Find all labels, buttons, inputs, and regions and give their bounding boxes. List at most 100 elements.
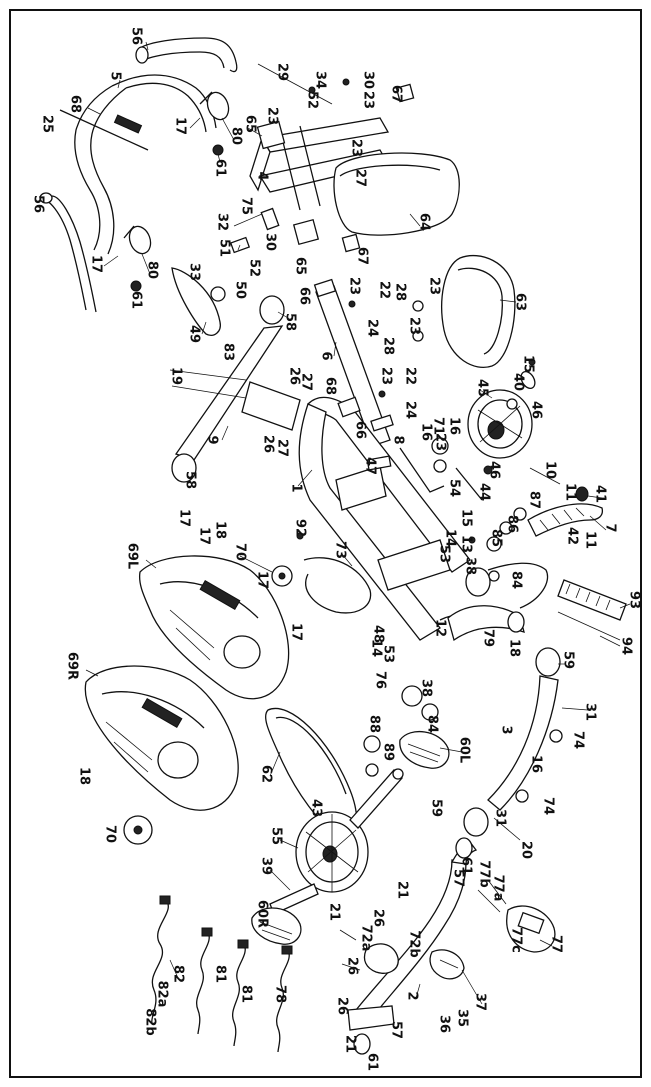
backrest-63 — [441, 254, 516, 368]
part-label-p47: 47 — [363, 457, 378, 475]
part-label-p77: 77 — [549, 935, 564, 953]
part-label-p23a: 23 — [361, 91, 376, 109]
part-label-p71: 71 — [431, 417, 446, 435]
part-label-p26e: 26 — [335, 997, 350, 1015]
sensor-and-cable-73 — [271, 532, 372, 614]
part-label-p28a: 28 — [393, 283, 408, 301]
part-label-p5: 5 — [108, 71, 123, 80]
part-label-p26b: 26 — [261, 435, 276, 453]
part-label-p6: 6 — [319, 351, 334, 360]
part-label-p68a: 68 — [68, 95, 83, 113]
part-label-p24a: 24 — [365, 319, 380, 337]
part-label-p70a: 70 — [233, 543, 248, 561]
part-label-p18b: 18 — [507, 639, 522, 657]
part-label-p26d: 26 — [345, 957, 360, 975]
part-label-p61b: 61 — [129, 291, 144, 309]
part-label-p56b: 56 — [31, 195, 46, 213]
part-label-p23d: 23 — [347, 277, 362, 295]
part-label-p17e: 17 — [255, 571, 270, 589]
part-label-p72a: 72a — [359, 925, 374, 952]
part-label-p60L: 60L — [457, 737, 472, 763]
part-label-p70b: 70 — [103, 825, 118, 843]
part-label-p37: 37 — [473, 993, 488, 1011]
part-label-p55: 55 — [269, 827, 284, 845]
leader-lines — [85, 41, 631, 1005]
part-label-p27b: 27 — [299, 373, 314, 391]
part-label-p58a: 58 — [283, 313, 298, 331]
part-label-p8: 8 — [391, 435, 406, 444]
part-label-p88: 88 — [367, 715, 382, 733]
part-label-p30b: 30 — [263, 233, 278, 251]
part-label-p31b: 31 — [493, 809, 508, 827]
part-label-p23b: 23 — [265, 107, 280, 125]
part-label-p42: 42 — [565, 527, 580, 545]
part-label-p75: 75 — [239, 197, 254, 215]
part-label-p82a: 82a — [155, 981, 170, 1008]
part-label-p24b: 24 — [403, 401, 418, 419]
part-label-p64: 64 — [417, 213, 432, 231]
part-label-p60R: 60R — [255, 900, 270, 928]
part-label-p18a: 18 — [213, 521, 228, 539]
part-label-p17a: 17 — [173, 117, 188, 135]
tension-parts — [366, 358, 604, 552]
wires-78-81-82 — [151, 895, 293, 1053]
part-label-p38a: 38 — [463, 557, 478, 575]
part-label-p4: 4 — [255, 171, 270, 180]
crank-arms — [269, 768, 404, 915]
part-label-p93: 93 — [627, 591, 642, 609]
part-label-p32: 32 — [215, 213, 230, 231]
part-label-p53b: 53 — [381, 645, 396, 663]
part-label-p17d: 17 — [197, 527, 212, 545]
part-label-p76: 76 — [373, 671, 388, 689]
part-label-p48: 48 — [371, 625, 386, 643]
part-label-p13: 13 — [459, 535, 474, 553]
part-label-p39: 39 — [259, 857, 274, 875]
part-label-p53a: 53 — [437, 545, 452, 563]
part-label-p57b: 57 — [389, 1021, 404, 1039]
console-77 — [477, 879, 556, 953]
part-label-p59a: 59 — [561, 651, 576, 669]
part-label-p45: 45 — [475, 379, 490, 397]
part-label-p49: 49 — [187, 325, 202, 343]
part-label-p7: 7 — [603, 523, 618, 532]
part-label-p65b: 65 — [293, 257, 308, 275]
part-label-p58b: 58 — [183, 471, 198, 489]
part-label-p11: 11 — [563, 483, 578, 501]
part-label-p69R: 69R — [65, 652, 80, 680]
part-label-p77c: 77c — [509, 927, 524, 953]
diagram-border — [9, 9, 642, 1078]
part-label-p17c: 17 — [177, 509, 192, 527]
part-label-p17b: 17 — [89, 255, 104, 273]
part-label-p23c: 23 — [349, 139, 364, 157]
part-label-p34: 34 — [313, 71, 328, 89]
part-label-p74a: 74 — [571, 731, 586, 749]
part-label-p69L: 69L — [125, 543, 140, 569]
part-label-p57a: 57 — [451, 869, 466, 887]
part-label-p17f: 17 — [289, 623, 304, 641]
seat-rail-6 — [313, 278, 424, 447]
right-shroud-69R — [84, 665, 239, 845]
part-label-p16a: 16 — [419, 423, 434, 441]
part-label-p41: 41 — [593, 485, 608, 503]
part-label-p20: 20 — [519, 841, 534, 859]
part-label-p27a: 27 — [353, 169, 368, 187]
part-label-p65a: 65 — [243, 115, 258, 133]
part-label-p31a: 31 — [583, 703, 598, 721]
part-label-p56a: 56 — [129, 27, 144, 45]
part-label-p30a: 30 — [361, 71, 376, 89]
part-label-p67b: 67 — [355, 247, 370, 265]
part-label-p80a: 80 — [229, 127, 244, 145]
bearing-and-cable — [465, 562, 627, 641]
seat-cushion-64 — [333, 152, 460, 236]
left-shroud-69L — [138, 555, 290, 700]
part-label-p22a: 22 — [377, 281, 392, 299]
part-label-p74b: 74 — [541, 797, 556, 815]
part-label-p84b: 84 — [425, 715, 440, 733]
part-label-p38b: 38 — [419, 679, 434, 697]
front-stabilizer-9 — [169, 295, 301, 483]
part-label-p61c: 61 — [459, 857, 474, 875]
part-label-p50: 50 — [233, 281, 248, 299]
part-label-p54: 54 — [447, 479, 462, 497]
part-label-p44: 44 — [477, 483, 492, 501]
part-label-p15a: 15 — [521, 355, 536, 373]
